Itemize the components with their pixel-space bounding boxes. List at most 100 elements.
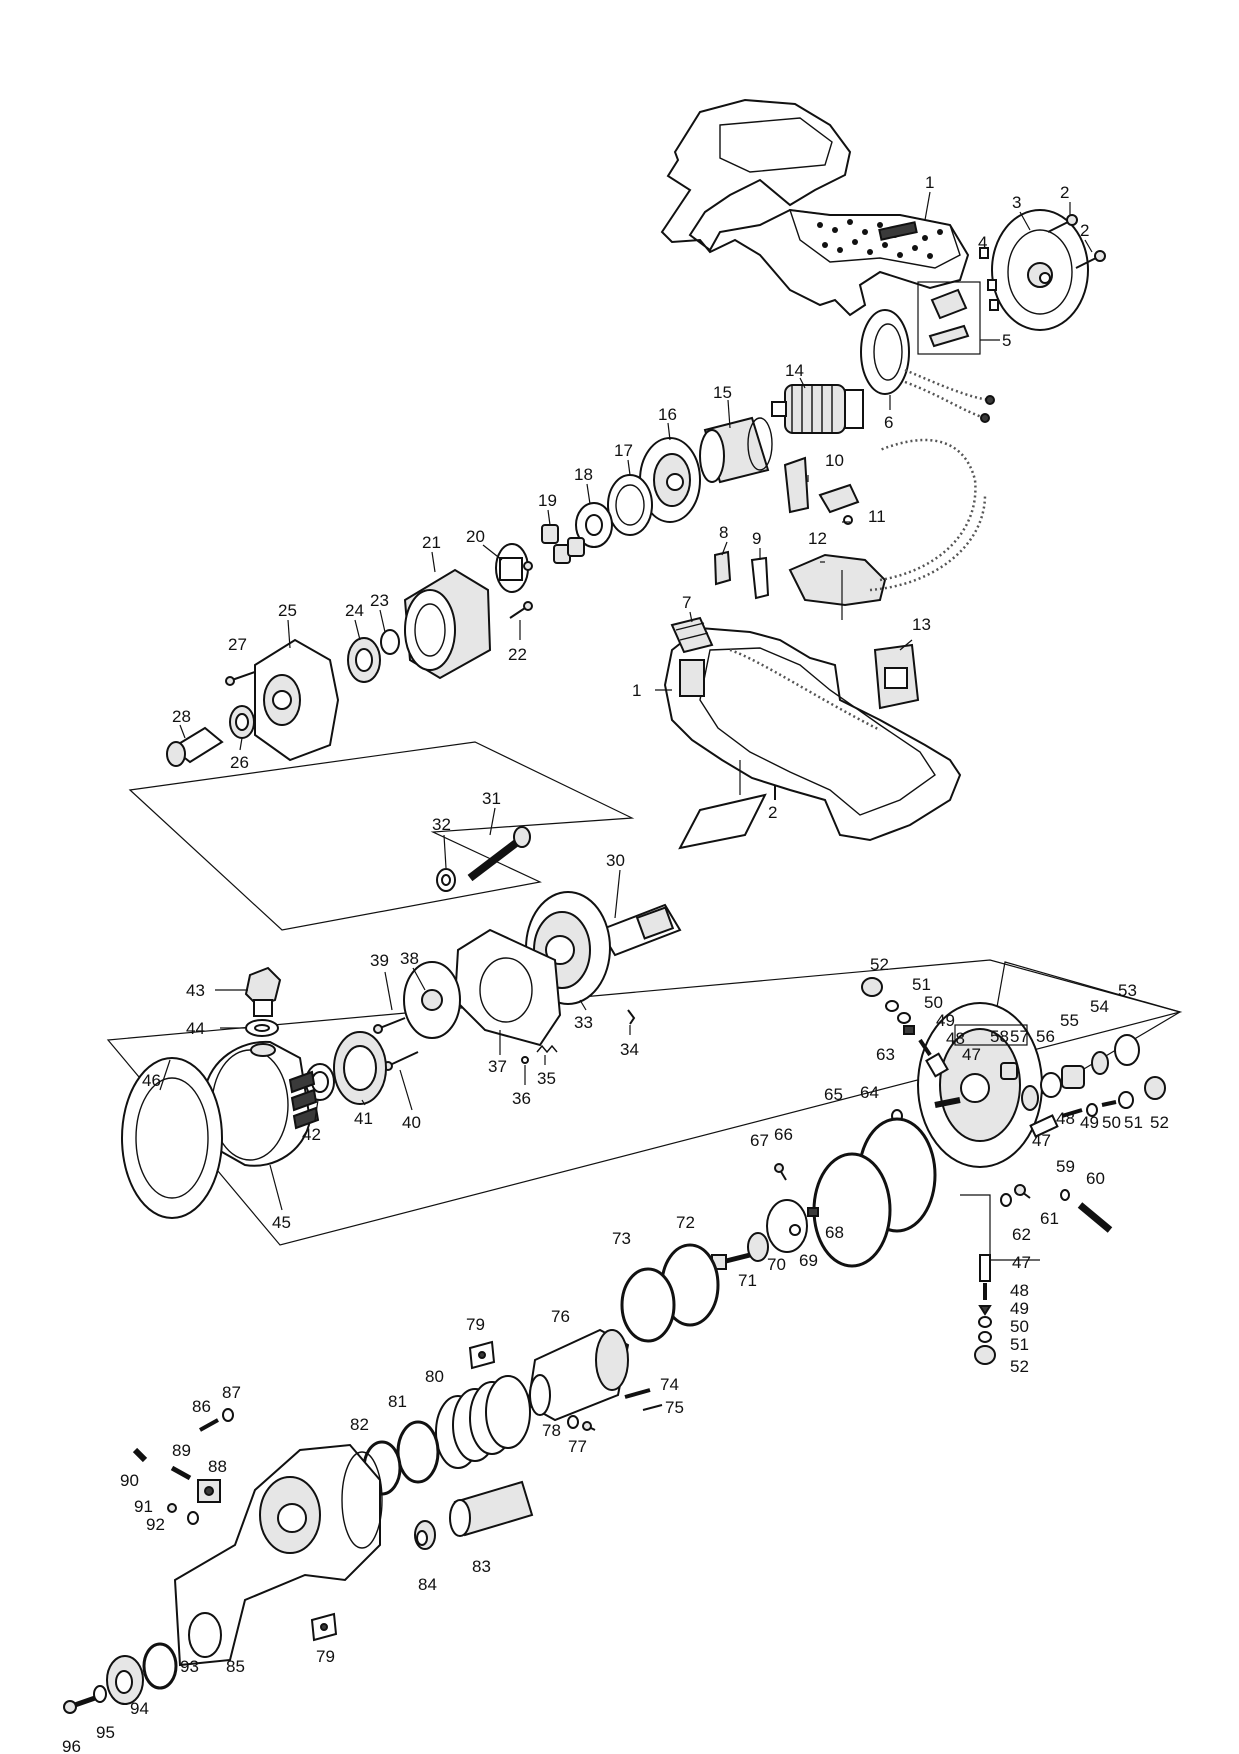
clip-34 [627, 1009, 636, 1025]
gear-54 [1091, 1051, 1109, 1075]
brush-11 [818, 483, 860, 525]
piston-76 [526, 1328, 630, 1422]
label-46: 46 [142, 1071, 161, 1090]
ring-53 [1114, 1034, 1140, 1066]
label-59: 59 [1056, 1157, 1075, 1176]
ring-73 [620, 1267, 676, 1343]
label-30: 30 [606, 851, 625, 870]
bolt-96 [63, 1695, 96, 1714]
label-76: 76 [551, 1307, 570, 1326]
label-36: 36 [512, 1089, 531, 1108]
ring-17 [607, 474, 653, 536]
label-23: 23 [370, 591, 389, 610]
washer-92 [187, 1511, 199, 1525]
muffler-83 [449, 1480, 534, 1537]
label-51: 51 [1010, 1335, 1029, 1354]
label-90: 90 [120, 1471, 139, 1490]
label-12: 12 [808, 529, 827, 548]
label-2: 2 [1060, 183, 1069, 202]
label-95: 95 [96, 1723, 115, 1742]
label-50: 50 [1010, 1317, 1029, 1336]
label-38: 38 [400, 949, 419, 968]
body-85 [173, 1443, 383, 1667]
label-71: 71 [738, 1271, 757, 1290]
spring-70 [747, 1232, 769, 1262]
label-81: 81 [388, 1392, 407, 1411]
washer-50a [897, 1012, 911, 1024]
label-87: 87 [222, 1383, 241, 1402]
washer-44 [245, 1019, 279, 1037]
label-7: 7 [682, 593, 691, 612]
label-82: 82 [350, 1415, 369, 1434]
label-54: 54 [1090, 997, 1109, 1016]
block-88 [197, 1479, 221, 1503]
plug-84 [414, 1520, 436, 1550]
pin-4 [979, 247, 999, 311]
screw-90 [132, 1447, 148, 1463]
label-49: 49 [1080, 1113, 1099, 1132]
washer-87 [222, 1408, 234, 1422]
pin-74 [624, 1388, 651, 1399]
screw-2a [1047, 214, 1078, 233]
frame-47c [960, 1194, 1040, 1261]
shaft-28 [166, 726, 224, 767]
bolt-31 [467, 826, 531, 882]
label-20: 20 [466, 527, 485, 546]
gasket-46 [121, 1057, 223, 1219]
washer-95 [93, 1685, 107, 1703]
label-61: 61 [1040, 1209, 1059, 1228]
retaining-ring-23 [380, 629, 400, 655]
label-16: 16 [658, 405, 677, 424]
label-56: 56 [1036, 1027, 1055, 1046]
label-62: 62 [1012, 1225, 1031, 1244]
pin-47b [1029, 1114, 1059, 1138]
sleeve-55 [1061, 1065, 1085, 1089]
screw-60 [1077, 1202, 1113, 1233]
rear-cover [991, 209, 1089, 331]
label-53: 53 [1118, 981, 1137, 1000]
label-60: 60 [1086, 1169, 1105, 1188]
label-33: 33 [574, 1013, 593, 1032]
lever-9 [750, 556, 770, 600]
cap-52a [861, 977, 883, 997]
label-28: 28 [172, 707, 191, 726]
block-79a [468, 1340, 496, 1370]
label-4: 4 [978, 233, 987, 252]
label-52: 52 [1010, 1357, 1029, 1376]
label-10: 10 [825, 451, 844, 470]
label-47: 47 [1012, 1253, 1031, 1272]
label-80: 80 [425, 1367, 444, 1386]
label-88: 88 [208, 1457, 227, 1476]
carrier-20 [495, 543, 533, 593]
label-41: 41 [354, 1109, 373, 1128]
label-47: 47 [1032, 1131, 1051, 1150]
gear-58 [1000, 1062, 1018, 1080]
label-48: 48 [946, 1029, 965, 1048]
label-63: 63 [876, 1045, 895, 1064]
label-68: 68 [825, 1223, 844, 1242]
ball-36 [521, 1056, 529, 1064]
stator-plate-6 [860, 309, 995, 423]
o-ring-59 [1060, 1189, 1070, 1201]
screw-91 [167, 1503, 177, 1513]
screw-77 [582, 1421, 596, 1431]
housing-half-main [663, 626, 962, 842]
plug-43 [244, 966, 282, 1017]
plug-94 [106, 1655, 144, 1705]
washer-62 [1000, 1193, 1012, 1207]
label-47: 47 [962, 1045, 981, 1064]
ring-56 [1040, 1072, 1062, 1098]
label-22: 22 [508, 645, 527, 664]
gear-57 [1021, 1085, 1039, 1111]
label-1: 1 [925, 173, 934, 192]
label-2: 2 [768, 803, 777, 822]
cap-52c [974, 1345, 996, 1365]
planet-gears-19 [541, 524, 585, 564]
label-39: 39 [370, 951, 389, 970]
label-93: 93 [180, 1657, 199, 1676]
label-27: 27 [228, 635, 247, 654]
label-49: 49 [1010, 1299, 1029, 1318]
washer-50c [978, 1316, 992, 1328]
screw-67 [774, 1163, 787, 1181]
